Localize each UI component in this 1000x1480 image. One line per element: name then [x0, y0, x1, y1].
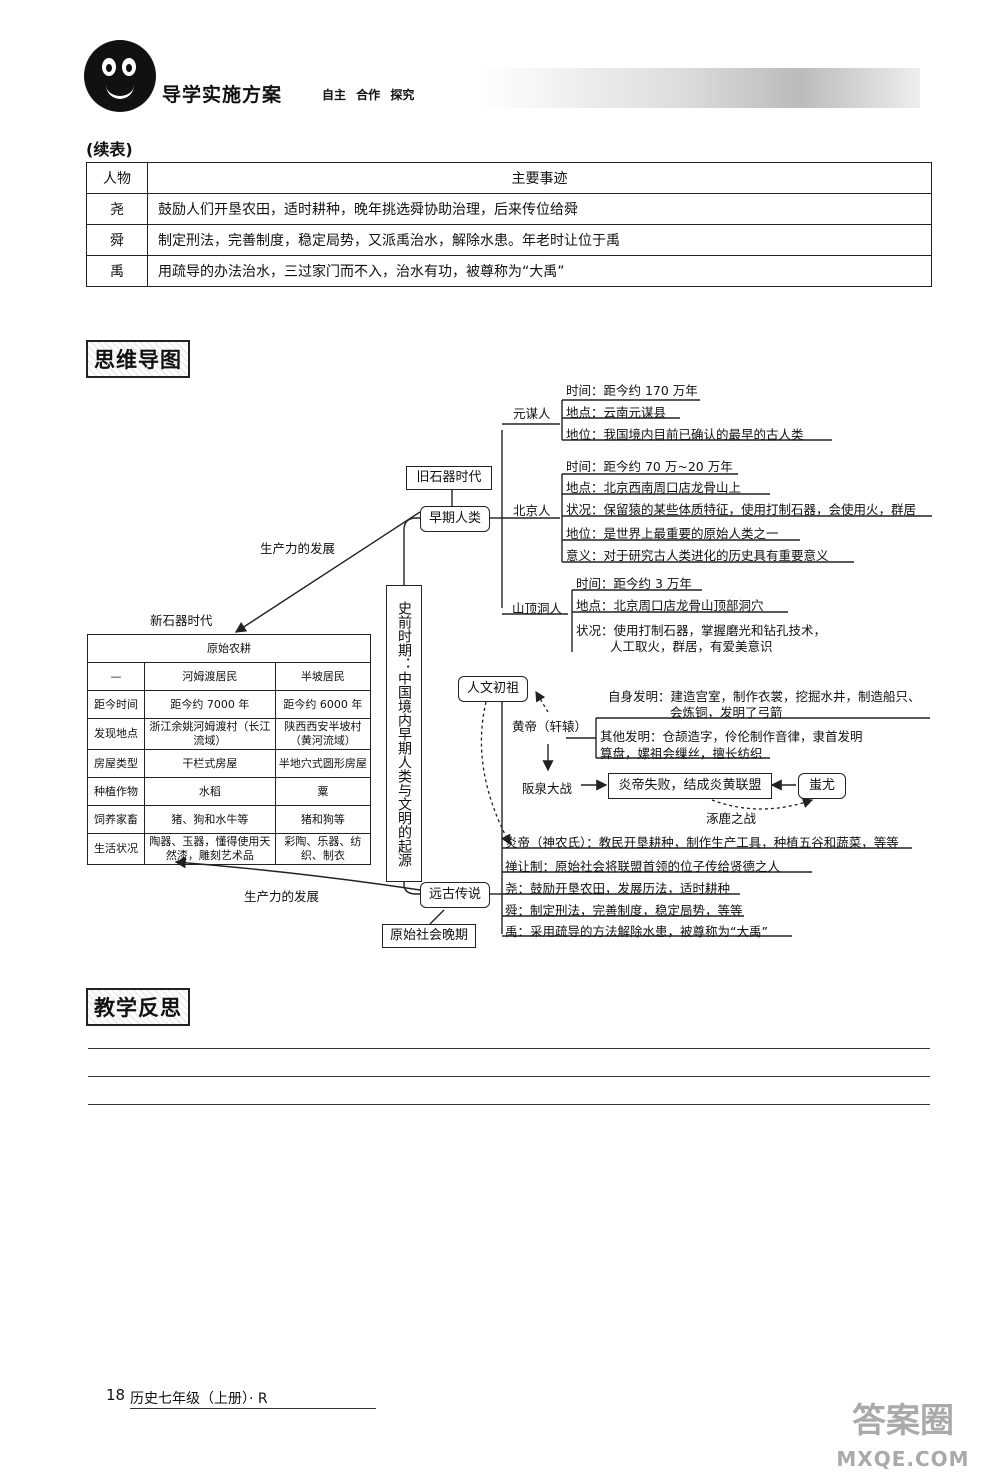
reflection-section-title: 教学反思 — [86, 988, 190, 1026]
agriculture-title: 原始农耕 — [87, 634, 371, 663]
table-cell: 彩陶、乐器、纺织、制衣 — [274, 833, 372, 865]
table-cell: 距今约 7000 年 — [144, 690, 276, 719]
mindmap-section-title: 思维导图 — [86, 340, 190, 378]
watermark-main: 答案圈 — [852, 1401, 954, 1441]
banquan-battle-label: 阪泉大战 — [522, 781, 573, 796]
table-row: 禹 用疏导的办法治水，三过家门而不入，治水有功，被尊称为“大禹” — [86, 255, 932, 287]
header-title: 导学实施方案 — [162, 84, 283, 106]
person-cell: 禹 — [86, 255, 148, 287]
table-row: 种植作物 水稻 粟 — [87, 777, 372, 806]
huangdi-self-invention-2: 会炼铜，发明了弓箭 — [670, 705, 783, 720]
row-label: 房屋类型 — [87, 749, 145, 778]
row-label: 种植作物 — [87, 777, 145, 806]
table-cell: 水稻 — [144, 777, 276, 806]
ancestor-node: 人文初祖 — [458, 676, 528, 702]
table-cell: 粟 — [274, 777, 372, 806]
peking-state: 状况：保留猿的某些体质特征，使用打制石器，会使用火，群居 — [566, 502, 917, 517]
header-cell-person: 人物 — [86, 162, 148, 194]
figures-table: 人物 主要事迹 尧 鼓励人们开垦农田，适时耕种，晚年挑选舜协助治理，后来传位给舜… — [86, 162, 932, 287]
writing-line[interactable] — [88, 1104, 930, 1105]
row-label: 发现地点 — [87, 718, 145, 750]
table-row: 距今时间 距今约 7000 年 距今约 6000 年 — [87, 690, 372, 719]
peking-place: 地点：北京西南周口店龙骨山上 — [566, 480, 742, 495]
watermark-url: MXQE.COM — [836, 1447, 970, 1471]
paleolithic-box: 旧石器时代 — [406, 466, 492, 490]
late-primitive-box: 原始社会晚期 — [382, 924, 476, 948]
table-cell: 浙江余姚河姆渡村（长江流域） — [144, 718, 276, 750]
shanrang-item: 禅让制：原始社会将联盟首领的位子传给贤德之人 — [505, 859, 781, 874]
mindmap-connectors — [174, 399, 932, 937]
continued-label: (续表) — [86, 140, 133, 159]
table-header-row: 人物 主要事迹 — [86, 162, 932, 194]
page-number: 18 — [106, 1386, 126, 1404]
peking-time: 时间：距今约 70 万~20 万年 — [566, 459, 733, 474]
early-humans-node: 早期人类 — [420, 506, 490, 532]
productivity-label-2: 生产力的发展 — [244, 889, 320, 904]
header-subtitle: 自主 合作 探究 — [322, 88, 415, 102]
table-cell: 陕西西安半坡村（黄河流域） — [274, 718, 372, 750]
deeds-cell: 鼓励人们开垦农田，适时耕种，晚年挑选舜协助治理，后来传位给舜 — [147, 193, 932, 225]
yandi-defeat-box: 炎帝失败，结成炎黄联盟 — [608, 773, 772, 799]
yuanmou-place: 地点：云南元谋县 — [566, 405, 667, 420]
upper-cave-state-2: 人工取火，群居，有爱美意识 — [610, 639, 773, 654]
header-cell: — — [87, 662, 145, 691]
table-cell: 猪和狗等 — [274, 805, 372, 834]
yuanmou-label: 元谋人 — [513, 406, 551, 421]
header-cell-deeds: 主要事迹 — [147, 162, 932, 194]
deeds-cell: 用疏导的办法治水，三过家门而不入，治水有功，被尊称为“大禹” — [147, 255, 932, 287]
huangdi-self-invention-1: 自身发明：建造宫室，制作衣裳，挖掘水井，制造船只、 — [608, 689, 921, 704]
table-cell: 猪、狗和水牛等 — [144, 805, 276, 834]
person-cell: 尧 — [86, 193, 148, 225]
shun-item: 舜：制定刑法，完善制度，稳定局势，等等 — [505, 903, 743, 918]
watermark: 答案圈 MXQE.COM — [828, 1402, 978, 1478]
peking-status: 地位：是世界上最重要的原始人类之一 — [566, 526, 779, 541]
table-row: 舜 制定刑法，完善制度，稳定局势，又派禹治水，解除水患。年老时让位于禹 — [86, 224, 932, 256]
agriculture-table: 原始农耕 — 河姆渡居民 半坡居民 距今时间 距今约 7000 年 距今约 60… — [87, 634, 372, 865]
header-cell: 河姆渡居民 — [144, 662, 276, 691]
row-label: 饲养家畜 — [87, 805, 145, 834]
upper-cave-label: 山顶洞人 — [512, 601, 563, 616]
table-row: 尧 鼓励人们开垦农田，适时耕种，晚年挑选舜协助治理，后来传位给舜 — [86, 193, 932, 225]
yuanmou-time: 时间：距今约 170 万年 — [566, 383, 698, 398]
writing-line[interactable] — [88, 1076, 930, 1077]
upper-cave-place: 地点：北京周口店龙骨山顶部洞穴 — [576, 598, 764, 613]
upper-cave-state-1: 状况：使用打制石器，掌握磨光和钻孔技术， — [576, 623, 827, 638]
huangdi-other-invention-1: 其他发明：仓颉造字，伶伦制作音律，隶首发明 — [600, 729, 863, 744]
mindmap-center-topic: 史前时期：中国境内早期人类与文明的起源 — [386, 585, 422, 882]
yuanmou-status: 地位：我国境内目前已确认的最早的古人类 — [566, 427, 804, 442]
mascot-logo — [84, 40, 156, 112]
productivity-label-1: 生产力的发展 — [260, 541, 336, 556]
legends-node: 远古传说 — [420, 882, 490, 908]
table-row: 房屋类型 干栏式房屋 半地穴式圆形房屋 — [87, 749, 372, 778]
header-band — [120, 68, 920, 108]
table-row: 发现地点 浙江余姚河姆渡村（长江流域） 陕西西安半坡村（黄河流域） — [87, 718, 372, 750]
zhuolu-battle-label: 涿鹿之战 — [706, 811, 757, 826]
deeds-cell: 制定刑法，完善制度，稳定局势，又派禹治水，解除水患。年老时让位于禹 — [147, 224, 932, 256]
chiyou-node: 蚩尤 — [798, 773, 846, 799]
table-cell: 距今约 6000 年 — [274, 690, 372, 719]
person-cell: 舜 — [86, 224, 148, 256]
peking-meaning: 意义：对于研究古人类进化的历史具有重要意义 — [566, 548, 829, 563]
upper-cave-time: 时间：距今约 3 万年 — [576, 576, 692, 591]
yu-item: 禹：采用疏导的方法解除水患，被尊称为“大禹” — [505, 924, 768, 939]
book-title: 历史七年级（上册）· R — [130, 1391, 268, 1407]
row-label: 生活状况 — [87, 833, 145, 865]
row-label: 距今时间 — [87, 690, 145, 719]
table-cell: 陶器、玉器，懂得使用天然漆，雕刻艺术品 — [144, 833, 276, 865]
writing-line[interactable] — [88, 1048, 930, 1049]
huangdi-other-invention-2: 算盘，嫘祖会缫丝，擅长纺织 — [600, 746, 763, 761]
huangdi-label: 黄帝（轩辕） — [512, 719, 588, 734]
agriculture-header-row: — 河姆渡居民 半坡居民 — [87, 662, 372, 691]
table-cell: 干栏式房屋 — [144, 749, 276, 778]
table-row: 生活状况 陶器、玉器，懂得使用天然漆，雕刻艺术品 彩陶、乐器、纺织、制衣 — [87, 833, 372, 865]
footer-rule — [130, 1408, 376, 1409]
neolithic-label: 新石器时代 — [150, 613, 213, 628]
peking-label: 北京人 — [513, 503, 551, 518]
header-cell: 半坡居民 — [274, 662, 372, 691]
table-row: 饲养家畜 猪、狗和水牛等 猪和狗等 — [87, 805, 372, 834]
agriculture-title-row: 原始农耕 — [87, 634, 371, 663]
table-cell: 半地穴式圆形房屋 — [274, 749, 372, 778]
yandi-item: 炎帝（神农氏）：教民开垦耕种，制作生产工具，种植五谷和蔬菜，等等 — [505, 835, 899, 850]
yao-item: 尧：鼓励开垦农田，发展历法，适时耕种 — [505, 881, 731, 896]
